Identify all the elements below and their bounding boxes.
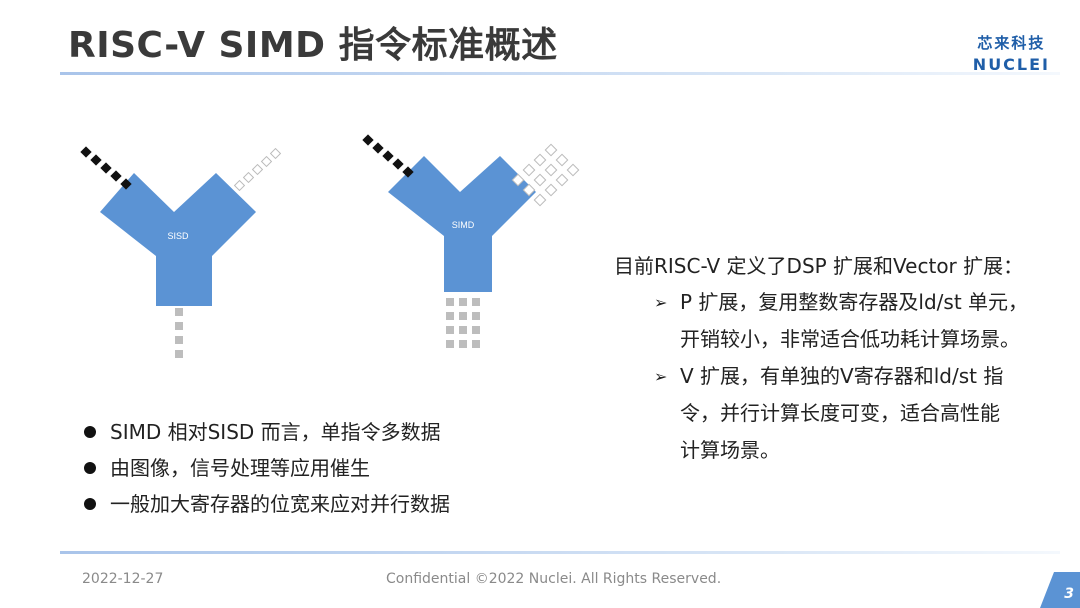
p-extension-line: P 扩展，复用整数寄存器及ld/st 单元， [680, 290, 1029, 314]
simd-output-data [446, 298, 480, 348]
sisd-output-data [175, 308, 183, 358]
logo-chinese-text: 芯来科技 [977, 34, 1046, 52]
footer-confidential: Confidential ©2022 Nuclei. All Rights Re… [386, 571, 722, 587]
logo-english-text: NUCLEI [972, 55, 1050, 74]
sisd-label: SISD [167, 231, 189, 241]
v-extension-line: 计算场景。 [680, 438, 780, 462]
company-logo: 芯来科技 NUCLEI [973, 32, 1050, 74]
footer-divider [60, 551, 1060, 554]
simd-shape [388, 156, 536, 292]
title-divider [60, 72, 1060, 75]
simd-funnel: SIMD [362, 134, 580, 348]
p-extension-item: ➢ P 扩展，复用整数寄存器及ld/st 单元， 开销较小，非常适合低功耗计算场… [614, 284, 1028, 358]
sisd-input-data [80, 146, 132, 190]
page-number: 3 [1064, 586, 1074, 602]
extension-intro: 目前RISC-V 定义了DSP 扩展和Vector 扩展： [614, 254, 1024, 278]
sisd-funnel: SISD [80, 146, 282, 358]
page-number-tab [1040, 572, 1080, 608]
simd-bullet-list: SIMD 相对SISD 而言，单指令多数据 由图像，信号处理等应用催生 一般加大… [82, 416, 450, 524]
slide-title: RISC-V SIMD 指令标准概述 [68, 25, 558, 66]
sisd-shape [100, 173, 256, 306]
sisd-simd-diagram: SISD SIMD [80, 134, 580, 358]
extension-list: ➢ P 扩展，复用整数寄存器及ld/st 单元， 开销较小，非常适合低功耗计算场… [614, 284, 1028, 469]
v-extension-item: ➢ V 扩展，有单独的V寄存器和ld/st 指 令，并行计算长度可变，适合高性能… [614, 358, 1028, 469]
simd-input-instructions [511, 143, 580, 207]
bullet-item: 一般加大寄存器的位宽来应对并行数据 [82, 488, 450, 524]
p-extension-line: 开销较小，非常适合低功耗计算场景。 [680, 327, 1020, 351]
simd-input-data [362, 134, 414, 178]
bullet-item: 由图像，信号处理等应用催生 [82, 452, 450, 488]
v-extension-line: V 扩展，有单独的V寄存器和ld/st 指 [680, 364, 1004, 388]
arrow-bullet-icon: ➢ [654, 367, 668, 386]
sisd-input-instructions [233, 147, 282, 192]
arrow-bullet-icon: ➢ [654, 293, 668, 312]
footer-date: 2022-12-27 [82, 571, 164, 587]
extension-description: 目前RISC-V 定义了DSP 扩展和Vector 扩展： ➢ P 扩展，复用整… [614, 248, 1028, 469]
simd-label: SIMD [452, 220, 475, 230]
bullet-item: SIMD 相对SISD 而言，单指令多数据 [82, 416, 450, 452]
v-extension-line: 令，并行计算长度可变，适合高性能 [680, 401, 1000, 425]
